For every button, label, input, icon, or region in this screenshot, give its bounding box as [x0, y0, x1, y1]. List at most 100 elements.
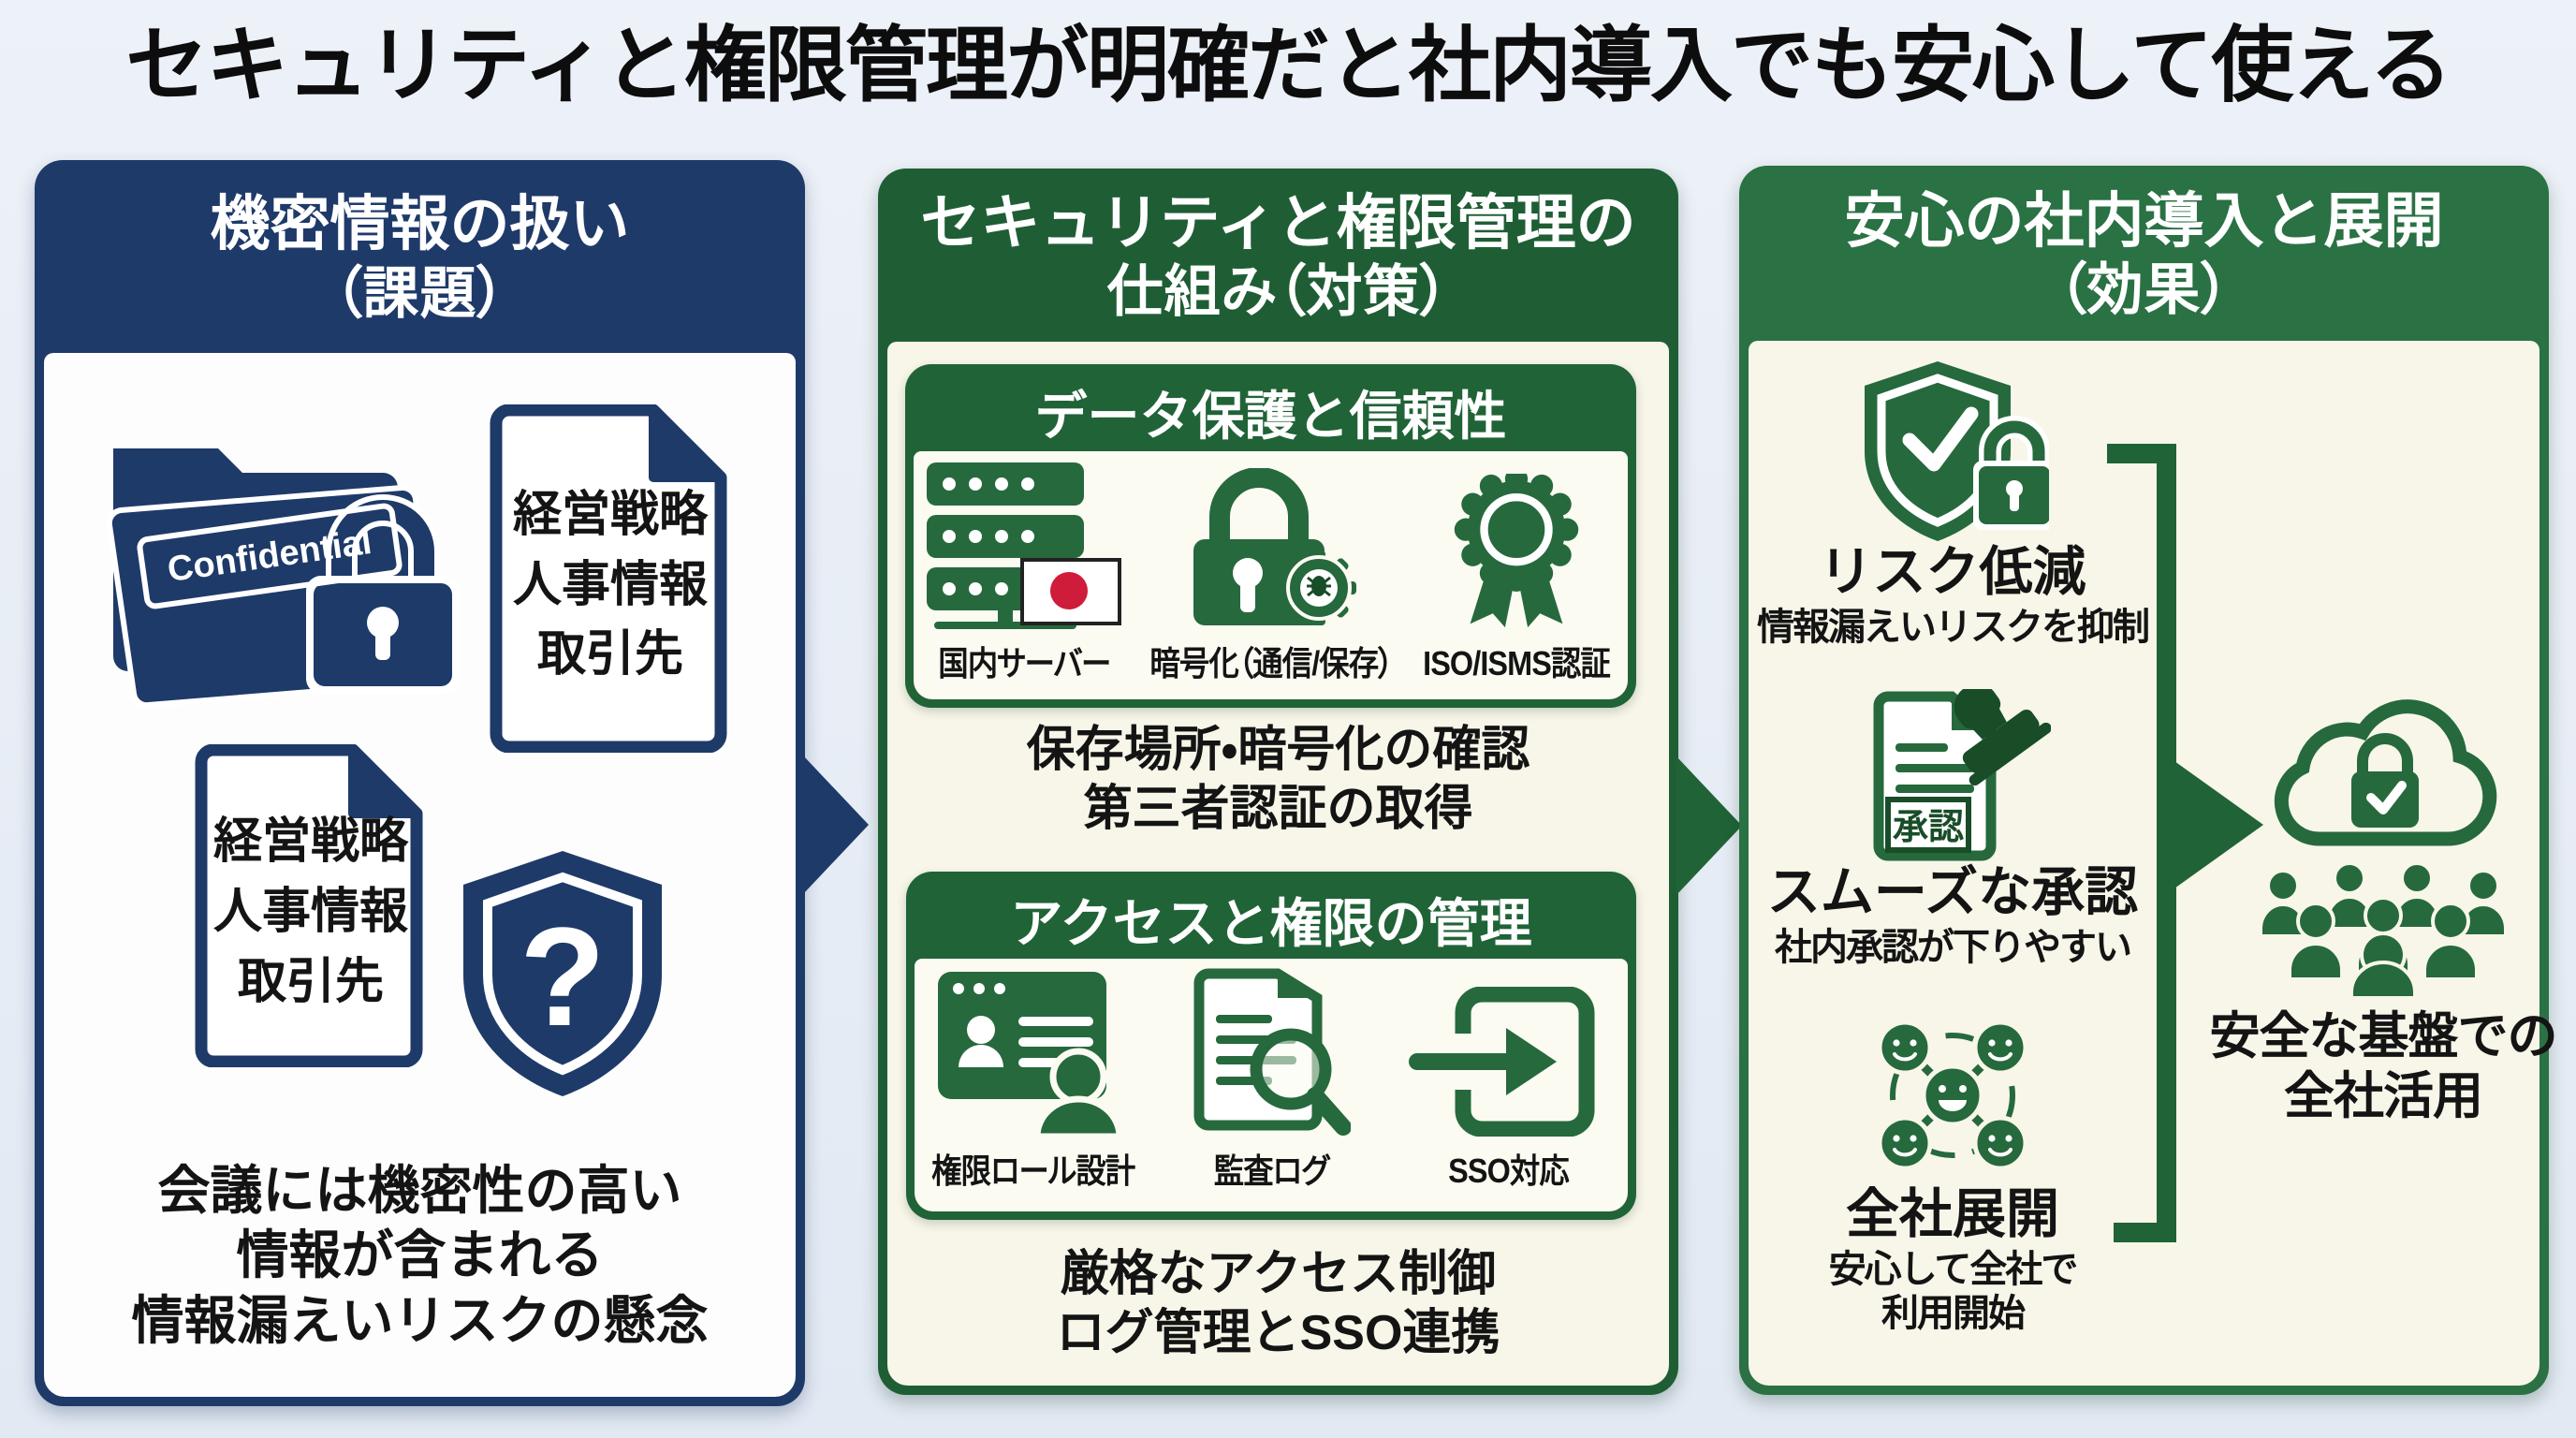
browser-roles-icon	[937, 970, 1130, 1137]
caption-line: 厳格なアクセス制御	[1060, 1247, 1497, 1301]
effect-title: リスク低減	[1819, 542, 2086, 602]
folder-lock-icon	[106, 448, 460, 709]
effect-desc-line: 安心して全社で	[1828, 1248, 2079, 1290]
caption-line: 情報漏えいリスクの懸念	[131, 1290, 709, 1350]
approval-stamp-icon: 承認	[1741, 689, 2164, 863]
doc-line: 人事情報	[512, 557, 708, 612]
document-text: 経営戦略 人事情報 取引先	[194, 744, 428, 1067]
measures-panel: セキュリティと権限管理の 仕組み（対策） データ保護と信頼性	[878, 169, 1678, 1395]
small-lock	[1972, 416, 2049, 530]
smiley-nodes	[1877, 1020, 2028, 1171]
lock-gear-icon	[1182, 462, 1360, 629]
gear-icon	[1281, 550, 1356, 625]
cloud-lock	[2351, 733, 2419, 828]
caption-line: 第三者認証の取得	[1083, 782, 1473, 837]
effect-company-rollout: 全社展開 安心して全社で 利用開始	[1741, 1005, 2164, 1336]
effects-panel-body: リスク低減 情報漏えいリスクを抑制	[1749, 341, 2558, 1386]
item-label: 権限ロール設計	[931, 1152, 1135, 1190]
center-smiley	[1921, 1064, 1984, 1127]
doc-line: 経営戦略	[212, 814, 408, 870]
network-smileys-icon	[1741, 1005, 2164, 1185]
doc-line: 経営戦略	[512, 487, 708, 542]
stamp	[1954, 689, 2051, 786]
doc-line: 人事情報	[212, 885, 408, 940]
document-outline	[490, 404, 727, 753]
sso-login-arrow-icon	[1408, 970, 1610, 1137]
effect-risk-reduction: リスク低減 情報漏えいリスクを抑制	[1741, 360, 2164, 650]
measures-panel-subtitle: 仕組み（対策）	[1106, 260, 1450, 324]
cloud-lock-icon	[2196, 678, 2570, 858]
effect-desc: 安心して全社で 利用開始	[1741, 1248, 2164, 1336]
data-protection-items: 国内サーバー	[914, 451, 1628, 699]
effect-desc: 情報漏えいリスクを抑制	[1757, 606, 2150, 648]
effect-desc-line: 利用開始	[1881, 1292, 2026, 1334]
challenge-panel-subtitle: （課題）	[333, 261, 506, 325]
result-title-line: 全社活用	[2284, 1067, 2483, 1124]
svg-text:承認: 承認	[1893, 808, 1964, 847]
effect-desc: 社内承認が下りやすい	[1775, 926, 2132, 968]
item-label: ISO/ISMS認証	[1423, 644, 1611, 682]
confidential-document-icon: 経営戦略 人事情報 取引先	[194, 744, 428, 1067]
shield-check-lock-icon	[1741, 360, 2164, 543]
question-shield-icon: ?	[454, 845, 671, 1102]
ribbon-tails	[1470, 567, 1563, 628]
effects-panel-title: 安心の社内導入と展開	[1844, 186, 2444, 255]
measures-panel-header: セキュリティと権限管理の 仕組み（対策）	[878, 169, 1678, 342]
caption-line: 情報が含まれる	[236, 1225, 604, 1285]
server-japan-flag-icon	[926, 462, 1123, 629]
document-magnifier-icon	[1192, 968, 1351, 1137]
document-text: 経営戦略 人事情報 取引先	[489, 404, 732, 753]
caption-line: 保存場所・暗号化の確認	[1026, 723, 1530, 777]
doc-line: 取引先	[536, 627, 683, 682]
measures-panel-title: セキュリティと権限管理の	[920, 188, 1636, 257]
japan-flag-icon	[1019, 558, 1121, 625]
result-title: 安全な基盤での 全社活用	[2196, 1007, 2570, 1126]
challenge-panel: 機密情報の扱い （課題） Confidential	[35, 160, 805, 1406]
item-domestic-server: 国内サーバー	[914, 451, 1136, 699]
result-title-line: 安全な基盤での	[2209, 1008, 2558, 1064]
access-management-card: アクセスと権限の管理	[906, 872, 1636, 1220]
confidential-folder-icon: Confidential	[93, 387, 467, 742]
award-ribbon-icon	[1451, 462, 1582, 629]
caption-line: ログ管理とSSO連携	[1056, 1306, 1500, 1361]
padlock-icon	[306, 494, 460, 694]
arrow-challenge-to-measures	[803, 756, 869, 894]
effect-title: スムーズな承認	[1766, 862, 2139, 922]
measures-panel-body: データ保護と信頼性	[887, 342, 1669, 1386]
svg-text:?: ?	[520, 898, 606, 1055]
user-group-icon	[2196, 859, 2570, 998]
effect-smooth-approval: 承認 スムーズな承認 社内承認が下りやすい	[1741, 689, 2164, 970]
item-label: 監査ログ	[1213, 1152, 1329, 1190]
access-management-title: アクセスと権限の管理	[1010, 893, 1532, 953]
bracket-bottom-arm	[2114, 1223, 2176, 1242]
challenge-panel-body: Confidential 経営戦略 人事情報 取引先	[44, 353, 796, 1397]
effects-panel-subtitle: （効果）	[2057, 258, 2231, 322]
access-management-caption: 厳格なアクセス制御 ログ管理とSSO連携	[887, 1245, 1669, 1364]
effects-panel-header: 安心の社内導入と展開 （効果）	[1739, 166, 2549, 341]
item-label: 国内サーバー	[938, 644, 1112, 682]
item-audit-log: 監査ログ	[1152, 959, 1390, 1211]
effect-title: 全社展開	[1846, 1184, 2059, 1244]
item-label: SSO対応	[1448, 1152, 1571, 1190]
document-outline	[195, 744, 423, 1067]
bracket-vertical-bar	[2157, 444, 2176, 1242]
challenge-panel-title: 機密情報の扱い	[210, 190, 630, 258]
item-sso: SSO対応	[1390, 959, 1628, 1211]
item-label: 暗号化（通信/保存）	[1149, 644, 1393, 682]
data-protection-title: データ保護と信頼性	[1034, 386, 1507, 446]
page-title: セキュリティと権限管理が明確だと社内導入でも安心して使える	[125, 19, 2452, 111]
front-user	[1032, 1048, 1123, 1137]
data-protection-card: データ保護と信頼性	[905, 364, 1636, 708]
confidential-document-icon: 経営戦略 人事情報 取引先	[489, 404, 732, 753]
challenge-caption: 会議には機密性の高い 情報が含まれる 情報漏えいリスクの懸念	[44, 1158, 796, 1353]
item-encryption: 暗号化（通信/保存）	[1136, 451, 1406, 699]
result-block: 安全な基盤での 全社活用	[2196, 678, 2570, 1126]
arrow-measures-to-effects	[1676, 756, 1742, 895]
approval-box: 承認	[1885, 797, 1971, 853]
effects-panel: 安心の社内導入と展開 （効果）	[1739, 166, 2558, 1395]
item-iso-isms: ISO/ISMS認証	[1406, 451, 1629, 699]
data-protection-caption: 保存場所・暗号化の確認 第三者認証の取得	[887, 721, 1669, 840]
item-role-design: 権限ロール設計	[915, 959, 1152, 1211]
caption-line: 会議には機密性の高い	[157, 1161, 682, 1220]
